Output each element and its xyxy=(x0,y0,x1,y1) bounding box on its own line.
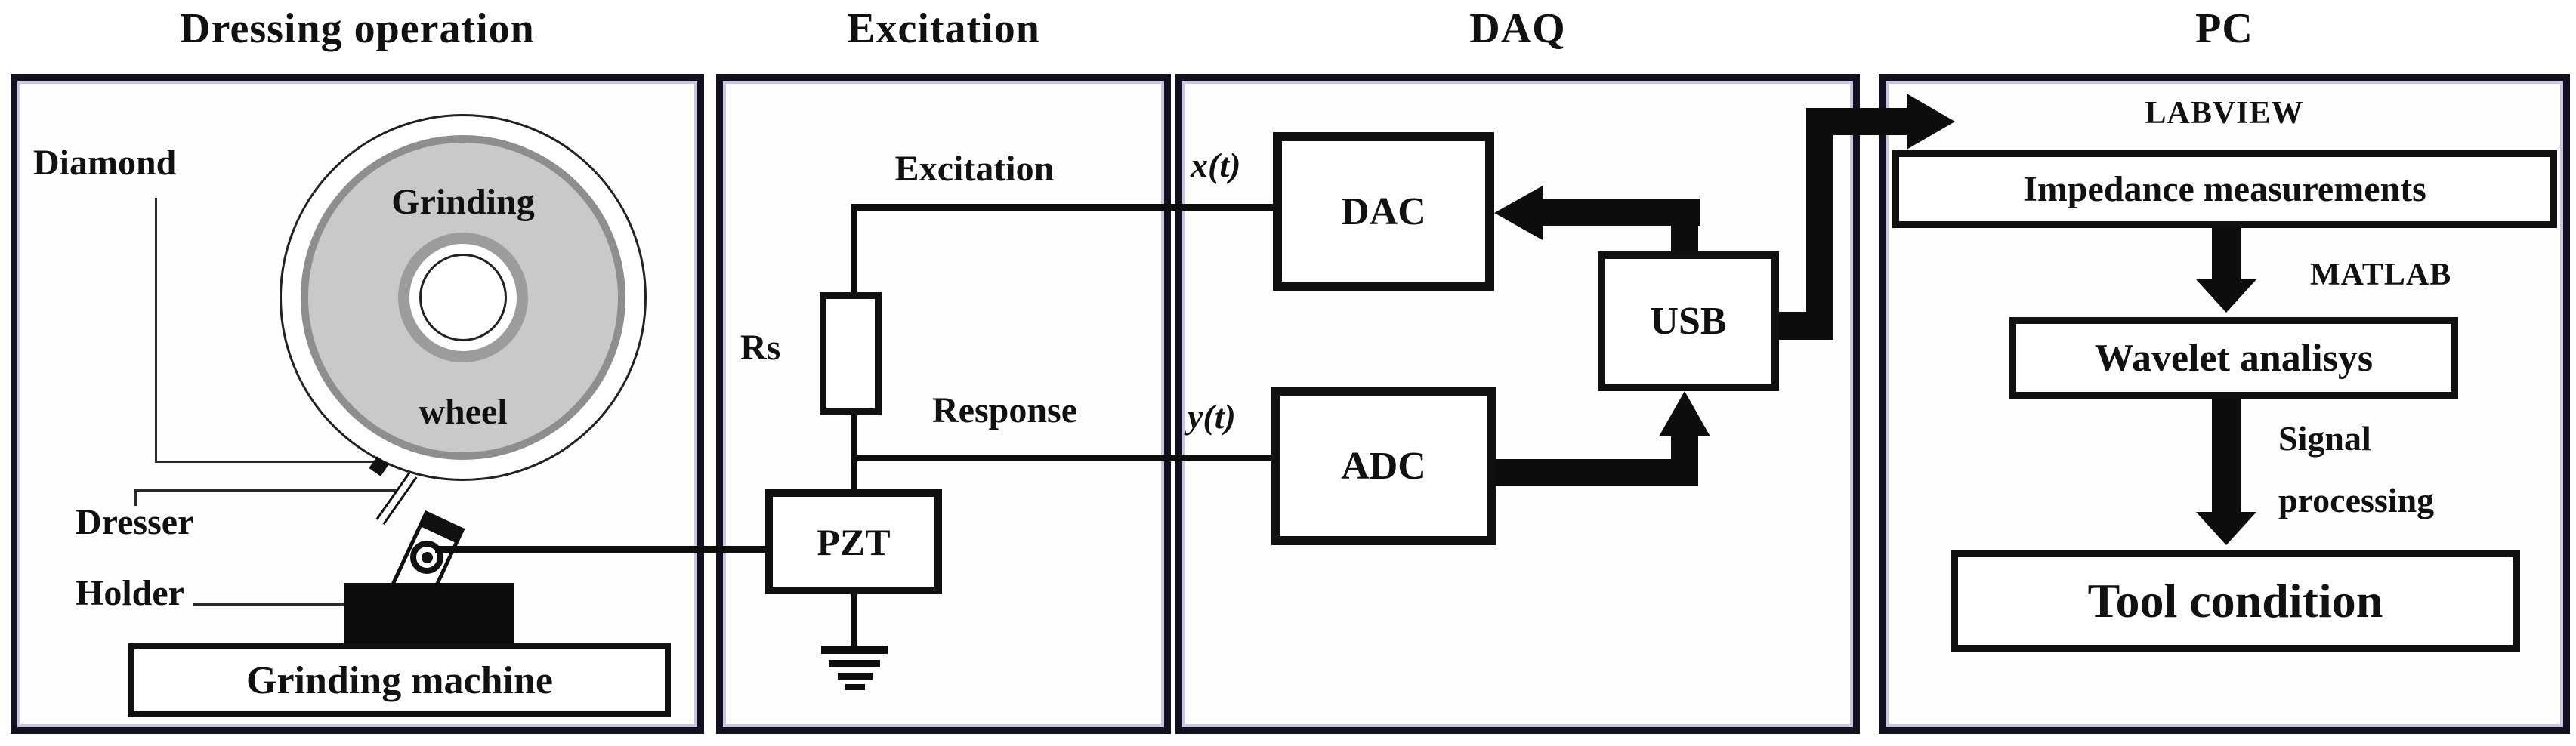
dac-label: DAC xyxy=(1341,190,1426,233)
arrow-wavelet-to-tool-bar xyxy=(2212,399,2241,513)
matlab-label: MATLAB xyxy=(2310,257,2452,292)
adc-box: ADC xyxy=(1271,387,1496,545)
usb-box: USB xyxy=(1598,251,1779,391)
diamond-leader-horizontal xyxy=(155,461,374,463)
dresser-pivot-dot xyxy=(422,552,433,563)
tool-condition-box: Tool condition xyxy=(1951,550,2520,652)
title-daq: DAQ xyxy=(1469,5,1566,52)
usb-label: USB xyxy=(1650,300,1727,343)
signal-processing-label-line1: Signal xyxy=(2278,419,2371,458)
wheel-label-bottom: wheel xyxy=(419,392,508,432)
wheel-hub-bore xyxy=(419,254,507,341)
holder-leader-horizontal xyxy=(193,603,346,606)
arrow-usb-to-dac-head xyxy=(1494,186,1543,240)
arrow-adc-to-usb-hbar xyxy=(1496,459,1698,486)
ground-bar-2 xyxy=(829,660,880,667)
dresser-leader-tick xyxy=(134,489,137,506)
ground-bar-3 xyxy=(838,673,873,680)
holder-label: Holder xyxy=(76,573,184,613)
labview-label: LABVIEW xyxy=(2145,96,2304,131)
wire-excitation-to-dac xyxy=(852,204,1273,211)
wavelet-analysis-label: Wavelet analisys xyxy=(2094,336,2374,380)
wire-excitation-elbow xyxy=(851,204,857,294)
arrow-usb-to-pc-vbar xyxy=(1806,108,1833,340)
impedance-measurements-box: Impedance measurements xyxy=(1892,150,2557,228)
title-pc: PC xyxy=(2195,5,2253,52)
arrow-usb-to-pc-head xyxy=(1907,94,1955,150)
arrow-adc-to-usb-vbar xyxy=(1671,435,1698,486)
dac-box: DAC xyxy=(1273,132,1494,291)
resistor-rs xyxy=(820,292,882,415)
wheel-label-top: Grinding xyxy=(391,182,535,222)
arrow-adc-to-usb-head xyxy=(1659,391,1710,436)
ground-stem xyxy=(851,594,857,649)
ground-bar-4 xyxy=(845,684,865,690)
response-wire-label: Response xyxy=(931,390,1078,430)
diamond-leader-vertical xyxy=(155,198,157,462)
wire-dresser-to-pzt xyxy=(435,546,765,553)
wire-response-to-adc xyxy=(851,455,1271,461)
tool-condition-label: Tool condition xyxy=(2087,574,2383,627)
dresser-label: Dresser xyxy=(76,502,194,542)
panel-excitation xyxy=(716,74,1171,734)
x-signal-label: x(t) xyxy=(1191,146,1241,184)
signal-processing-label-line2: processing xyxy=(2278,481,2435,519)
grinding-machine-label: Grinding machine xyxy=(246,658,553,702)
dresser-leader-horizontal xyxy=(134,489,397,492)
arrow-usb-to-pc-hbar2 xyxy=(1806,108,1907,135)
impedance-measurements-label: Impedance measurements xyxy=(2023,169,2426,209)
pzt-box: PZT xyxy=(765,489,942,594)
excitation-wire-label: Excitation xyxy=(894,149,1055,189)
y-signal-label: y(t) xyxy=(1188,397,1236,436)
arrow-impedance-to-wavelet-head xyxy=(2196,279,2256,313)
wire-resistor-to-pzt xyxy=(851,412,857,495)
arrow-impedance-to-wavelet-bar xyxy=(2212,227,2241,281)
title-dressing-operation: Dressing operation xyxy=(180,5,535,52)
ground-bar-1 xyxy=(821,646,888,654)
grinding-machine-box: Grinding machine xyxy=(128,643,671,717)
wavelet-analysis-box: Wavelet analisys xyxy=(2009,317,2458,399)
diamond-label: Diamond xyxy=(33,143,177,183)
arrow-wavelet-to-tool-head xyxy=(2196,512,2256,545)
resistor-label: Rs xyxy=(740,328,781,368)
adc-label: ADC xyxy=(1341,444,1426,488)
arrow-usb-to-dac-vbar xyxy=(1671,199,1698,253)
title-excitation: Excitation xyxy=(847,5,1040,52)
holder-base xyxy=(344,583,514,646)
pzt-label: PZT xyxy=(817,520,891,563)
